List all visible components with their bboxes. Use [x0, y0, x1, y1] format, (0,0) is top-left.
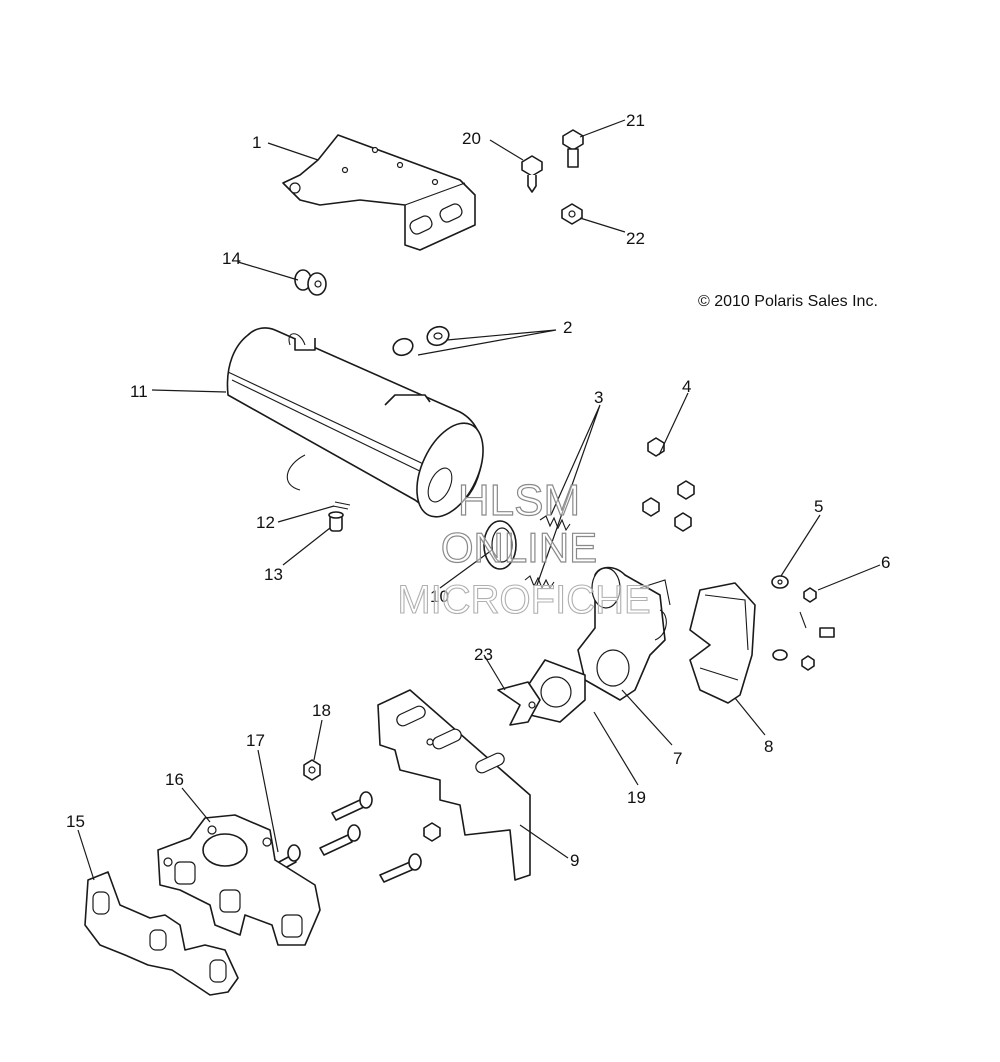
part-15-manifold-gasket — [84, 871, 239, 996]
callout-4: 4 — [682, 377, 691, 396]
part-nut-lower — [423, 822, 441, 842]
watermark: HLSM ONLINE MICROFICHE — [397, 475, 651, 622]
callout-8: 8 — [764, 737, 773, 756]
callout-21: 21 — [626, 111, 645, 130]
part-4-nuts — [642, 437, 695, 532]
callout-13: 13 — [264, 565, 283, 584]
callout-20: 20 — [462, 129, 481, 148]
callout-17: 17 — [246, 731, 265, 750]
part-11-muffler — [226, 327, 484, 518]
callout-14: 14 — [222, 249, 241, 268]
part-9-manifold-shield — [377, 689, 531, 881]
copyright-notice: © 2010 Polaris Sales Inc. — [698, 293, 878, 310]
part-17-bolts — [267, 791, 422, 883]
part-12-clip — [332, 501, 351, 510]
callout-2: 2 — [563, 318, 572, 337]
part-21-bolt — [562, 129, 584, 168]
part-6-screws — [772, 587, 835, 671]
callout-3: 3 — [594, 388, 603, 407]
callout-5: 5 — [814, 497, 823, 516]
part-10-ring-gasket — [483, 520, 517, 570]
part-13-pin — [328, 511, 344, 532]
part-1-bracket — [282, 134, 476, 251]
part-14-grommet — [294, 269, 327, 296]
watermark-line-2: ONLINE — [441, 524, 597, 571]
callout-23: 23 — [474, 645, 493, 664]
part-20-bolt — [521, 155, 543, 193]
part-8-heat-shield — [689, 582, 756, 704]
callout-19: 19 — [627, 788, 646, 807]
callout-numbers: 1 2 3 4 5 6 7 8 9 10 11 12 13 14 15 16 1… — [66, 111, 890, 870]
watermark-line-1: HLSM — [458, 476, 580, 525]
part-7-exhaust-elbow — [577, 566, 671, 701]
callout-6: 6 — [881, 553, 890, 572]
leader-lines — [77, 119, 881, 881]
callout-7: 7 — [673, 749, 682, 768]
part-16-exhaust-manifold — [157, 814, 321, 946]
part-5-washer — [771, 575, 789, 589]
part-3-springs — [524, 515, 571, 590]
part-22-nut — [561, 203, 583, 225]
callout-15: 15 — [66, 812, 85, 831]
callout-18: 18 — [312, 701, 331, 720]
part-18-nut — [303, 759, 321, 781]
callout-12: 12 — [256, 513, 275, 532]
callout-10: 10 — [430, 587, 449, 606]
part-23-plate — [497, 681, 541, 726]
callout-11: 11 — [130, 382, 148, 401]
callout-9: 9 — [570, 851, 579, 870]
callout-1: 1 — [252, 133, 261, 152]
watermark-line-3: MICROFICHE — [397, 578, 650, 622]
callout-16: 16 — [165, 770, 184, 789]
callout-22: 22 — [626, 229, 645, 248]
part-2-isolators — [392, 325, 450, 357]
